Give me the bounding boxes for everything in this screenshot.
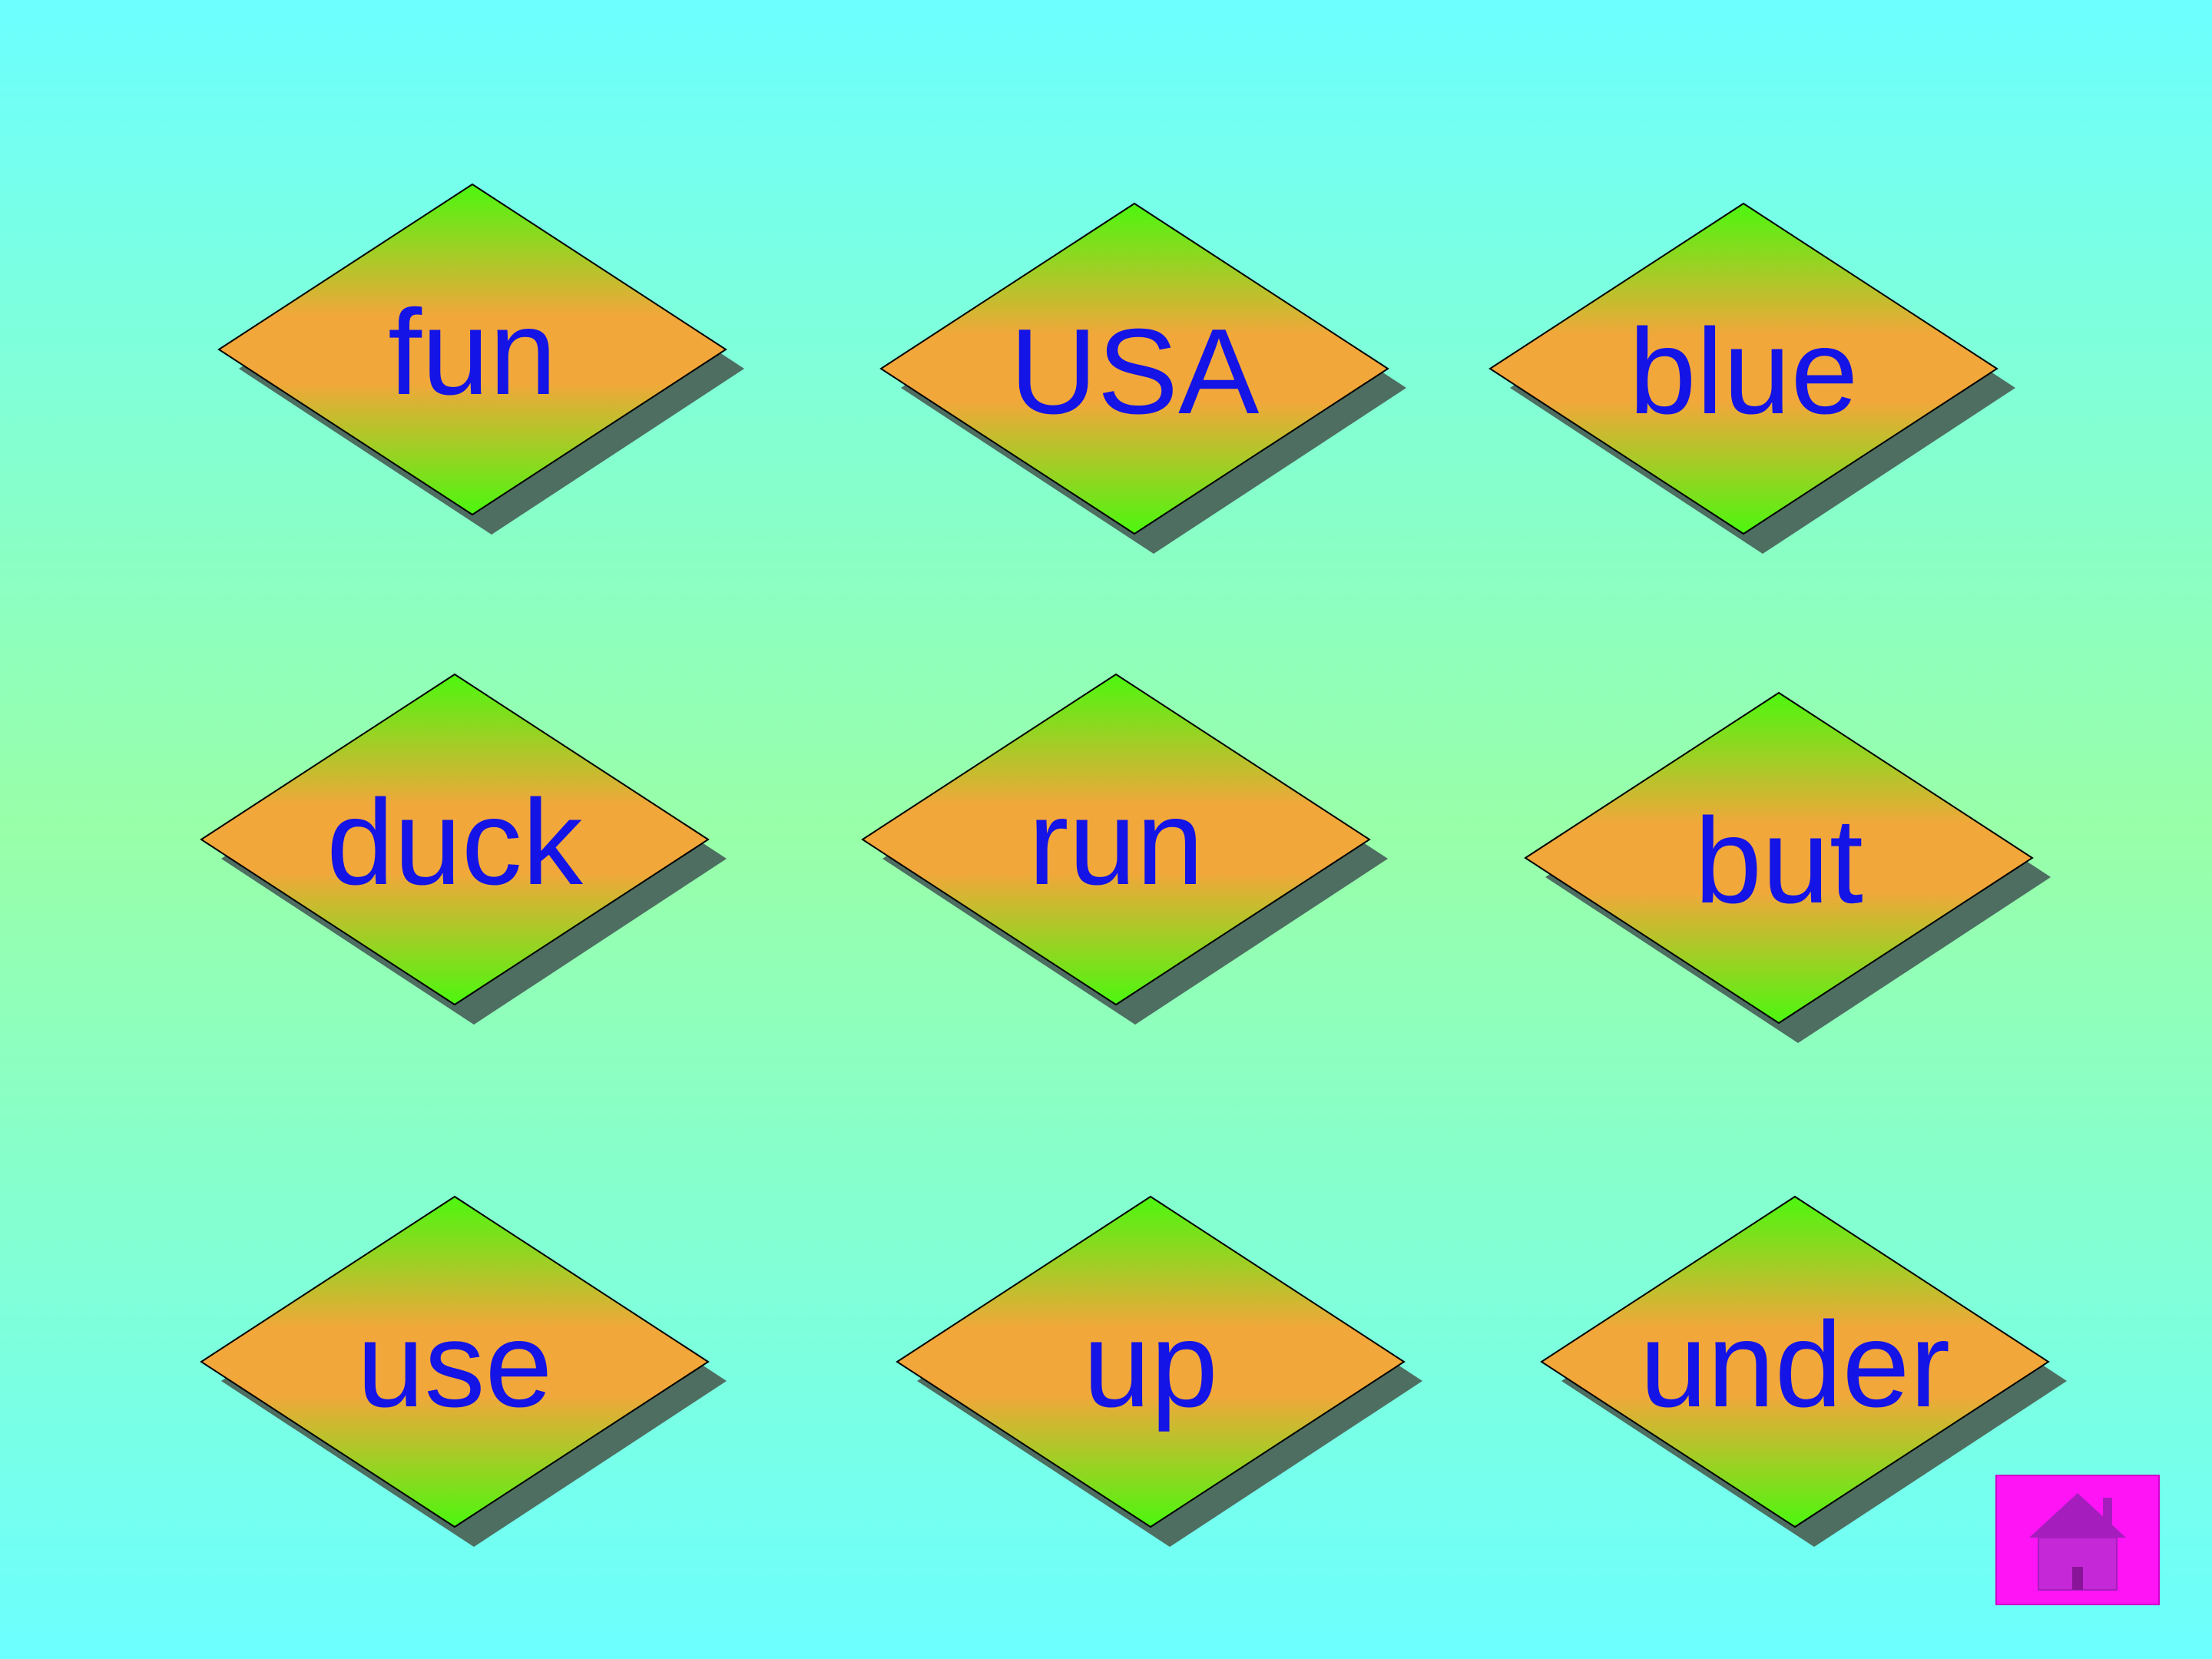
diamond-shape <box>861 673 1388 1025</box>
word-tile-use[interactable]: use <box>200 1195 727 1547</box>
word-tile-blue[interactable]: blue <box>1488 202 2015 554</box>
word-tile-duck[interactable]: duck <box>200 673 727 1025</box>
word-tile-fun[interactable]: fun <box>217 183 744 535</box>
diamond-shape <box>879 202 1406 554</box>
word-label: blue <box>1628 304 1859 439</box>
word-label: up <box>1083 1297 1218 1432</box>
word-tile-under[interactable]: under <box>1540 1195 2067 1547</box>
diamond-shape <box>200 1195 727 1547</box>
word-label: USA <box>1009 304 1260 439</box>
word-tile-but[interactable]: but <box>1524 691 2051 1043</box>
home-button[interactable] <box>1995 1475 2160 1605</box>
word-tile-up[interactable]: up <box>896 1195 1422 1547</box>
diamond-shape <box>1524 691 2051 1043</box>
diamond-shape <box>200 673 727 1025</box>
word-label: but <box>1694 793 1863 929</box>
word-label: fun <box>388 285 557 420</box>
word-label: use <box>356 1297 553 1432</box>
word-tile-run[interactable]: run <box>861 673 1388 1025</box>
word-tile-usa[interactable]: USA <box>879 202 1406 554</box>
diamond-shape <box>896 1195 1422 1547</box>
diamond-shape <box>1540 1195 2067 1547</box>
word-label: duck <box>326 775 583 910</box>
word-label: under <box>1639 1297 1951 1432</box>
diamond-shape <box>217 183 744 535</box>
diamond-shape <box>1488 202 2015 554</box>
word-label: run <box>1028 775 1204 910</box>
home-icon <box>2029 1493 2126 1591</box>
